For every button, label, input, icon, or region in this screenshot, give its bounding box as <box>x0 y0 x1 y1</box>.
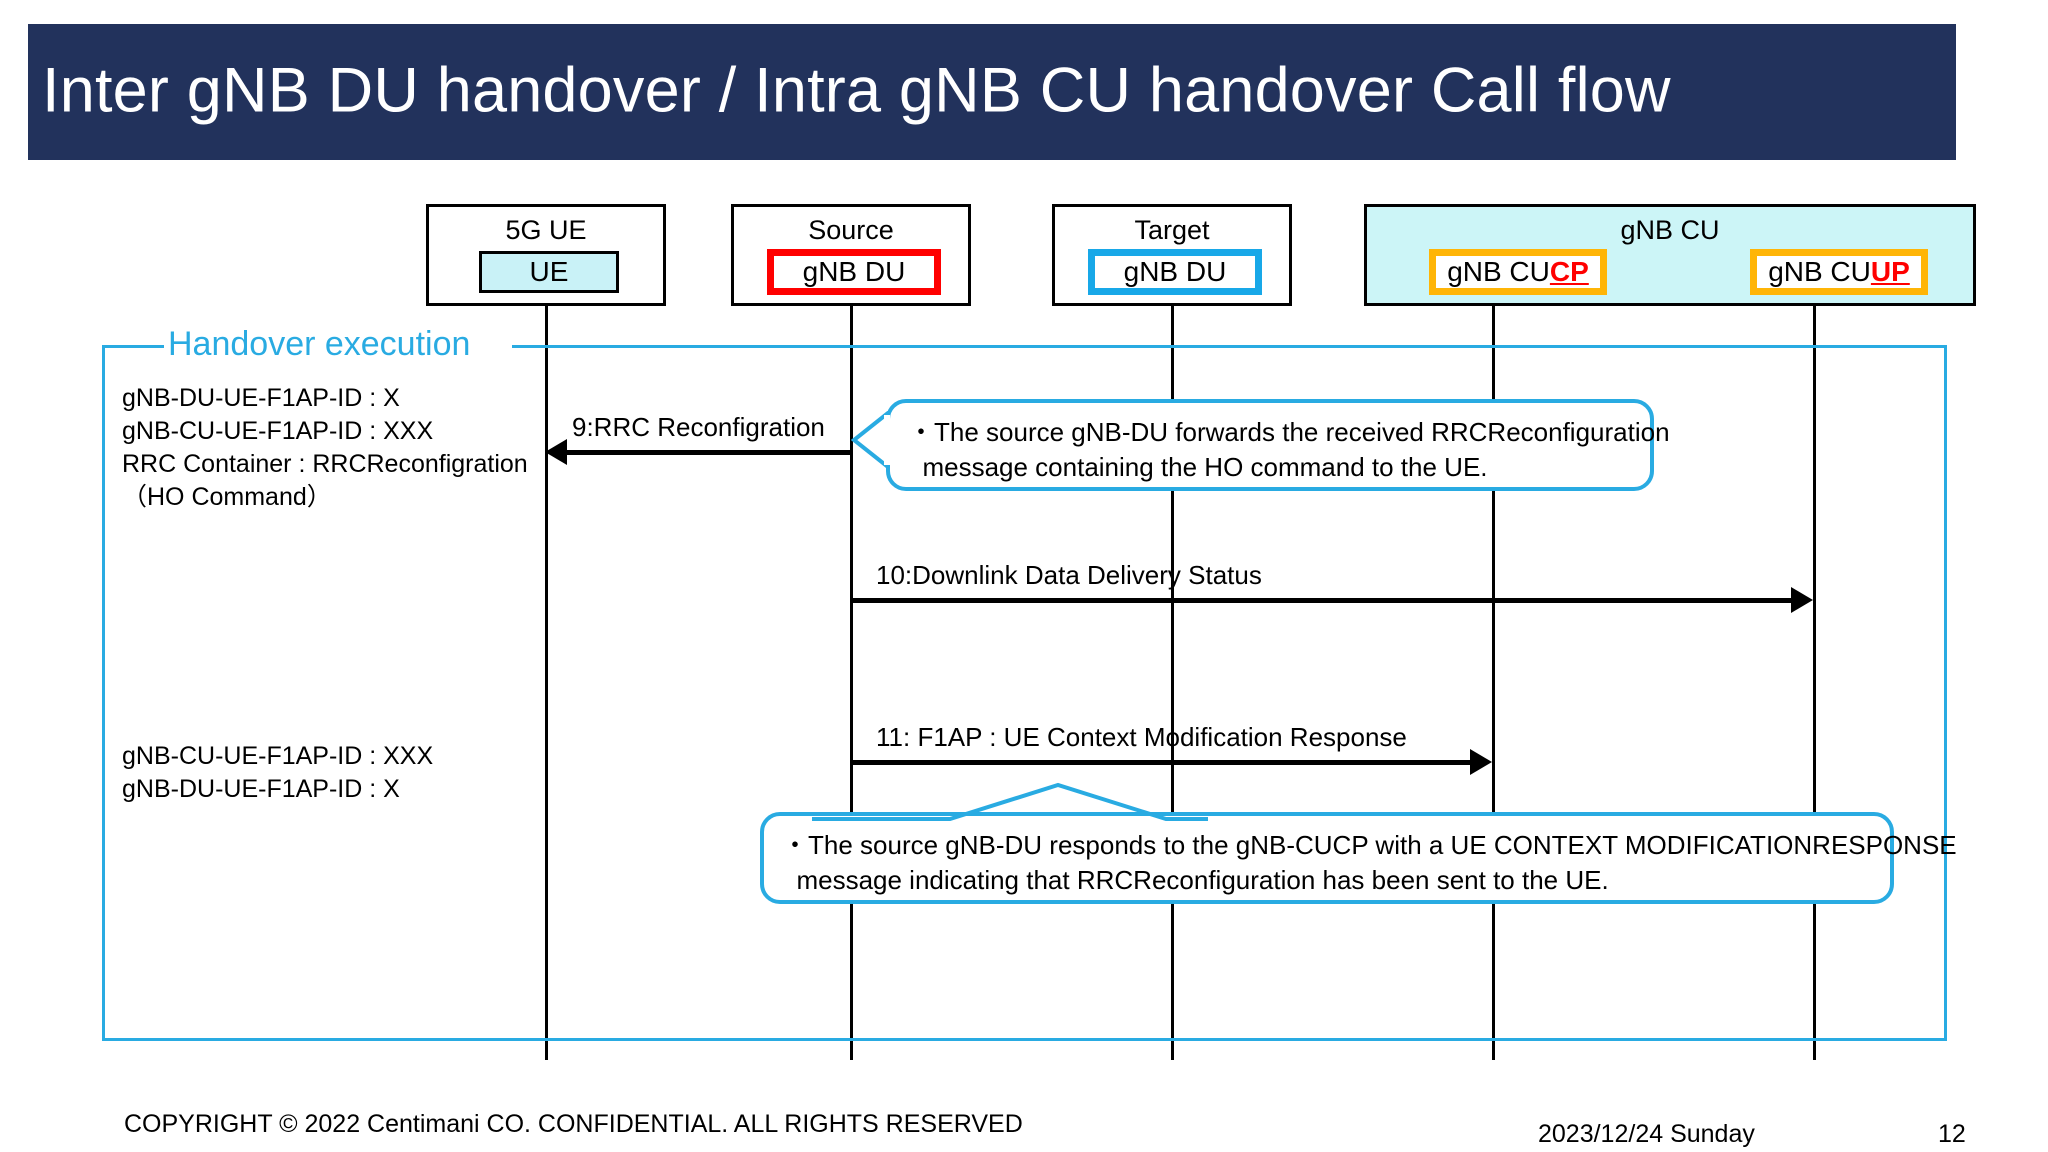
actor-chip-ue[interactable]: UE <box>479 251 619 293</box>
actor-chip-label-cu-cp-prefix: gNB CU <box>1447 256 1550 287</box>
actor-chip-label-target-du: gNB DU <box>1123 256 1227 287</box>
actor-box-ue[interactable]: 5G UE UE <box>426 204 666 306</box>
message-arrow-head-9 <box>545 439 567 465</box>
actor-chip-label-ue: UE <box>529 256 569 287</box>
message-arrow-line-9 <box>566 450 852 455</box>
actor-chip-source-du[interactable]: gNB DU <box>767 249 941 295</box>
frame-label: Handover execution <box>168 325 471 363</box>
message-arrow-head-11 <box>1470 749 1492 775</box>
message-label-10: 10:Downlink Data Delivery Status <box>876 560 1262 590</box>
callout-step9: ・The source gNB-DU forwards the received… <box>886 399 1670 491</box>
actor-chip-target-du[interactable]: gNB DU <box>1088 249 1262 295</box>
frame-top-edge-right <box>512 345 1947 348</box>
frame-top-edge-left <box>102 345 164 348</box>
lifeline-cu-cp <box>1492 305 1495 1060</box>
actor-box-source-du[interactable]: Source gNB DU <box>731 204 971 306</box>
message-label-9: 9:RRC Reconfigration <box>572 412 825 442</box>
footer-copyright: COPYRIGHT © 2022 Centimani CO. CONFIDENT… <box>124 1110 1023 1138</box>
callout-step11: ・The source gNB-DU responds to the gNB-C… <box>760 812 1957 904</box>
lifeline-ue <box>545 305 548 1060</box>
actor-chip-label-cu-up-prefix: gNB CU <box>1768 256 1871 287</box>
page-title: Inter gNB DU handover / Intra gNB CU han… <box>42 55 1671 126</box>
lifeline-target-du <box>1171 305 1174 1060</box>
frame-handover-execution <box>102 345 1947 1041</box>
note-step11-params: gNB-CU-UE-F1AP-ID : XXX gNB-DU-UE-F1AP-I… <box>122 742 434 803</box>
actor-chip-label-cu-cp-suffix: CP <box>1549 256 1589 287</box>
actor-title-gnb-cu: gNB CU <box>1620 215 1720 245</box>
footer-page-number: 12 <box>1938 1120 1966 1148</box>
actor-title-source: Source <box>808 215 894 245</box>
title-banner: Inter gNB DU handover / Intra gNB CU han… <box>28 24 1956 160</box>
actor-title-target: Target <box>1134 215 1210 245</box>
note-step9-params: gNB-DU-UE-F1AP-ID : X gNB-CU-UE-F1AP-ID … <box>122 384 528 511</box>
actor-box-target-du[interactable]: Target gNB DU <box>1052 204 1292 306</box>
lifeline-source-du <box>850 305 853 1060</box>
message-arrow-line-10 <box>851 598 1791 603</box>
message-label-11: 11: F1AP : UE Context Modification Respo… <box>876 722 1407 752</box>
actor-chip-label-cu-up-suffix: UP <box>1870 256 1910 287</box>
footer-date: 2023/12/24 Sunday <box>1538 1120 1755 1148</box>
actor-chip-label-source-du: gNB DU <box>802 256 906 287</box>
message-arrow-line-11 <box>851 760 1470 765</box>
lifeline-cu-up <box>1813 305 1816 1060</box>
message-arrow-head-10 <box>1791 587 1813 613</box>
actor-title-ue: 5G UE <box>505 215 587 245</box>
